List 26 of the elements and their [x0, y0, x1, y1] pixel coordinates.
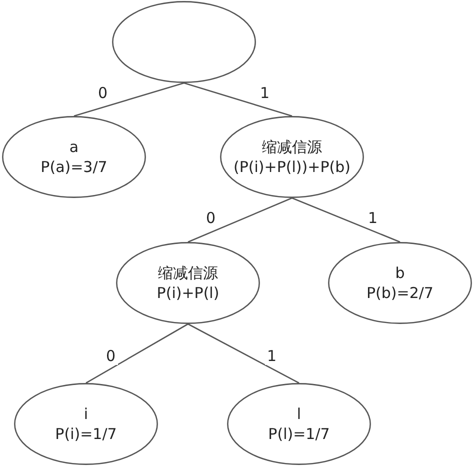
ellipse-node	[328, 242, 472, 324]
connector-line	[188, 197, 292, 243]
node-text: P(a)=3/7	[40, 157, 108, 177]
connector-line	[86, 323, 188, 384]
node-text: P(i)=1/7	[55, 424, 117, 444]
ellipse-node	[227, 383, 371, 465]
ellipse-node	[14, 383, 158, 465]
ellipse-node	[112, 1, 256, 83]
node-text: b	[395, 263, 405, 283]
connector-line	[188, 323, 300, 384]
ellipse-node	[2, 116, 146, 198]
connector-line	[292, 197, 400, 243]
node-text: i	[84, 404, 88, 424]
connector-line	[74, 82, 184, 117]
node-text: P(i)+P(l)	[156, 283, 220, 303]
connector-line	[184, 82, 292, 117]
edge-label: 0	[104, 347, 118, 365]
node-text: a	[69, 137, 79, 157]
node-text: 缩减信源	[158, 263, 218, 283]
node-text: P(b)=2/7	[366, 283, 434, 303]
ellipse-node	[116, 242, 260, 324]
ellipse-node	[220, 116, 364, 198]
node-text: P(l)=1/7	[268, 424, 330, 444]
node-text: l	[296, 404, 302, 424]
node-text: 缩减信源	[262, 137, 322, 157]
node-text: (P(i)+P(l))+P(b)	[234, 157, 350, 177]
